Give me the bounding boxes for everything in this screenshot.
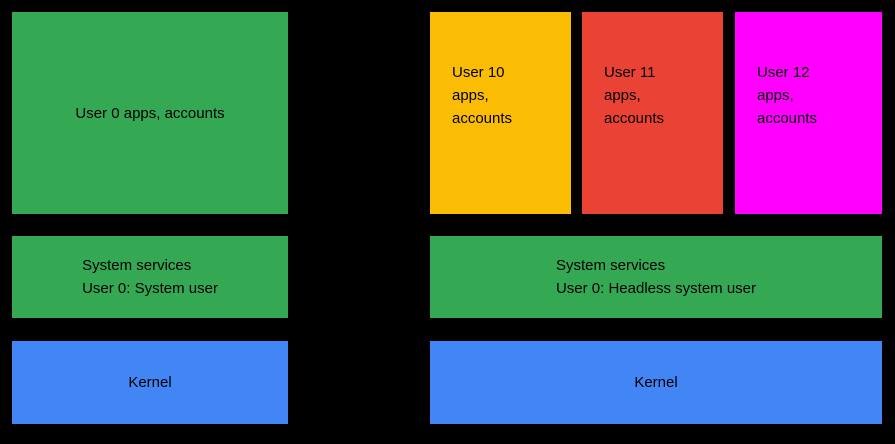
user11-apps-box: User 11 apps, accounts bbox=[582, 12, 723, 214]
right-system-services-box: System services User 0: Headless system … bbox=[430, 236, 882, 318]
left-system-services-box: System services User 0: System user bbox=[12, 236, 288, 318]
right-kernel-box: Kernel bbox=[430, 341, 882, 424]
user12-apps-box: User 12 apps, accounts bbox=[735, 12, 882, 214]
user12-apps-label: User 12 apps, accounts bbox=[757, 64, 818, 127]
user10-apps-box: User 10 apps, accounts bbox=[430, 12, 571, 214]
left-kernel-label: Kernel bbox=[128, 374, 172, 391]
user10-apps-label: User 10 apps, accounts bbox=[452, 64, 513, 127]
user0-apps-box: User 0 apps, accounts bbox=[12, 12, 288, 214]
user11-apps-label: User 11 apps, accounts bbox=[604, 64, 665, 127]
right-system-services-label: System services User 0: Headless system … bbox=[555, 257, 757, 297]
user0-apps-label: User 0 apps, accounts bbox=[75, 104, 225, 122]
left-kernel-box: Kernel bbox=[12, 341, 288, 424]
left-system-services-label: System services User 0: System user bbox=[82, 257, 218, 297]
right-kernel-label: Kernel bbox=[634, 374, 678, 391]
